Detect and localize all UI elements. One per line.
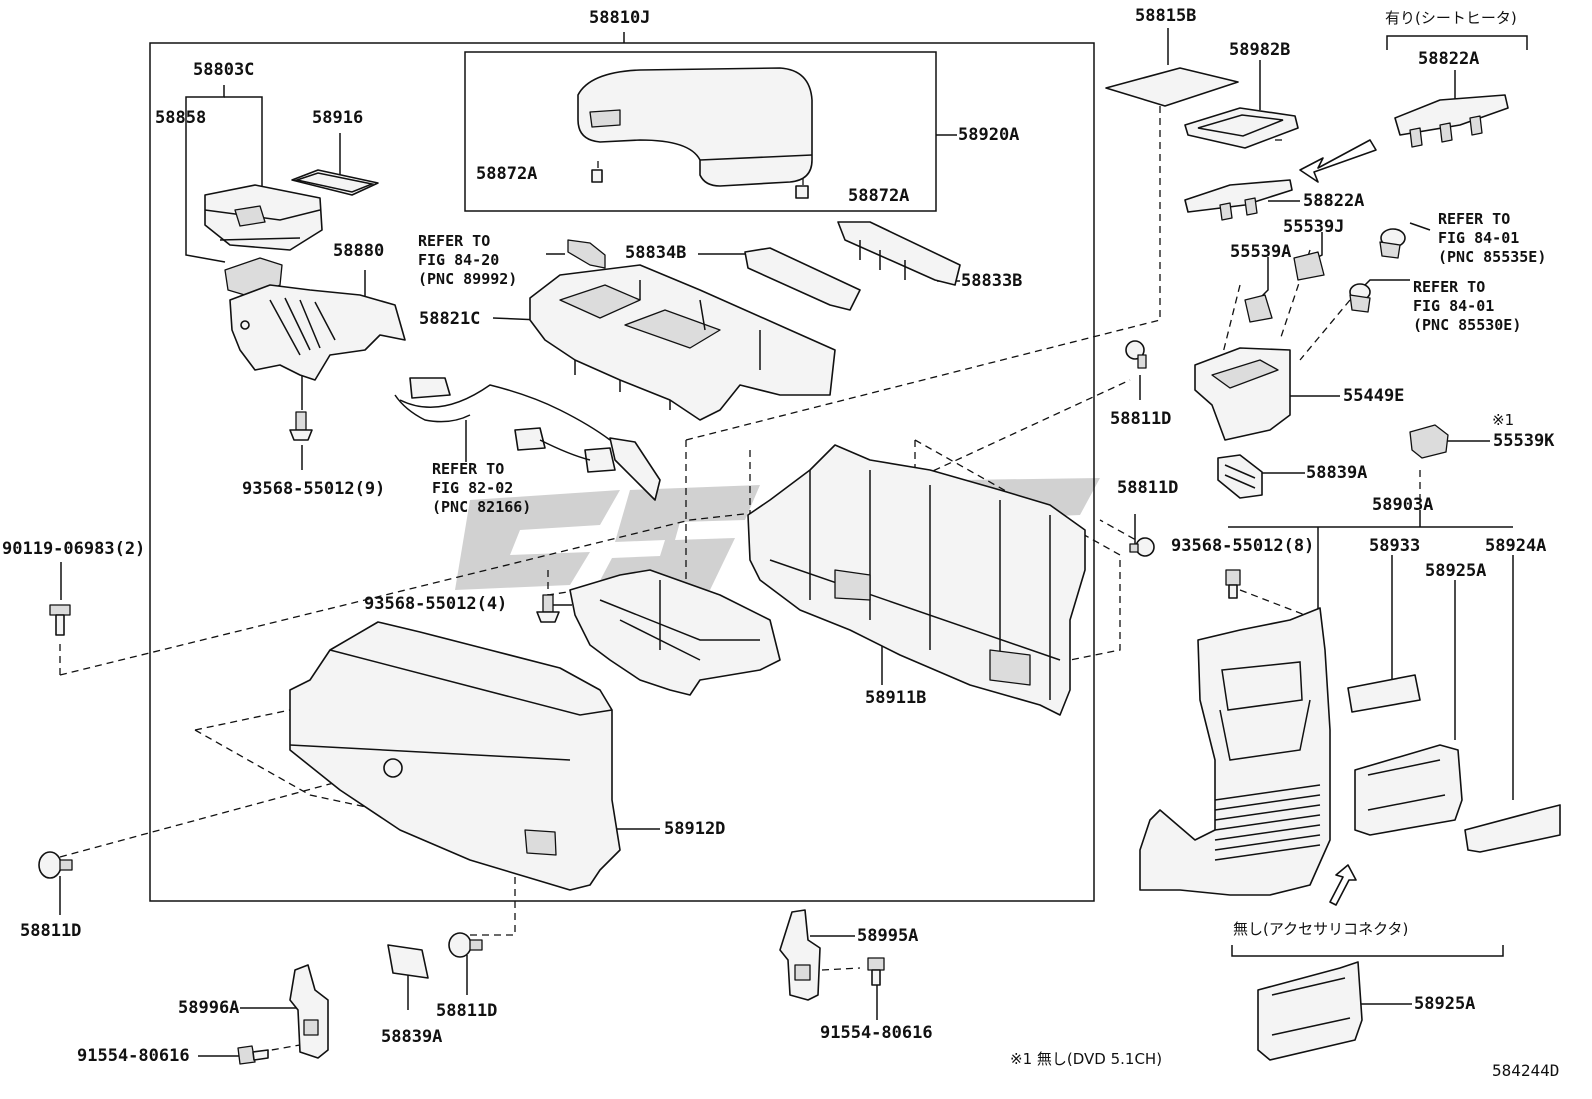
part-label-58839A-right[interactable]: 58839A xyxy=(1306,463,1368,483)
part-label-58811D-right2[interactable]: 58811D xyxy=(1117,478,1179,498)
part-label-91554-80616-left[interactable]: 91554-80616 xyxy=(77,1046,190,1066)
armrest-subassembly-frame xyxy=(464,51,937,212)
switch-55539K-part xyxy=(1409,424,1449,459)
part-label-58916[interactable]: 58916 xyxy=(312,108,364,128)
trim-58833B-part xyxy=(837,221,961,286)
screw-93568-8-part xyxy=(1225,569,1241,599)
bracket-58925A-bottom-part xyxy=(1257,961,1363,1061)
screw-93568-4-part xyxy=(536,594,560,623)
part-label-58858[interactable]: 58858 xyxy=(155,108,207,128)
rear-panel-58903A-part xyxy=(1139,607,1331,896)
install-direction-arrow-2 xyxy=(1329,864,1357,906)
part-label-58815B[interactable]: 58815B xyxy=(1135,6,1197,26)
clip-58811D-left-part xyxy=(38,851,73,879)
part-label-58810J[interactable]: 58810J xyxy=(589,8,651,28)
tray-58982B-part xyxy=(1184,107,1299,149)
part-label-58925A-bottom[interactable]: 58925A xyxy=(1414,994,1476,1014)
part-label-93568-55012-9[interactable]: 93568-55012(9) xyxy=(242,479,386,499)
pad-58916-part xyxy=(291,169,379,196)
socket-85530E-part xyxy=(1349,283,1371,313)
lower-frame-part xyxy=(569,569,781,696)
part-label-58821C[interactable]: 58821C xyxy=(419,309,481,329)
reference-fig-82-02[interactable]: REFER TO FIG 82-02 (PNC 82166) xyxy=(432,460,532,516)
part-label-58811D-bottom[interactable]: 58811D xyxy=(436,1001,498,1021)
switch-55539J-part xyxy=(1293,251,1325,281)
screw-93568-9-part xyxy=(289,411,313,441)
part-label-55539J[interactable]: 55539J xyxy=(1283,217,1345,237)
mat-58815B-part xyxy=(1105,67,1239,107)
part-label-58872A-right[interactable]: 58872A xyxy=(848,186,910,206)
part-label-58834B[interactable]: 58834B xyxy=(625,243,687,263)
part-label-58996A[interactable]: 58996A xyxy=(178,998,240,1018)
part-label-93568-55012-4[interactable]: 93568-55012(4) xyxy=(364,594,508,614)
part-label-58920A[interactable]: 58920A xyxy=(958,125,1020,145)
star1-mark: ※1 xyxy=(1492,411,1515,429)
switch-58822A-top-part xyxy=(1394,94,1509,148)
part-label-55539K[interactable]: 55539K xyxy=(1493,431,1555,451)
part-label-55539A[interactable]: 55539A xyxy=(1230,242,1292,262)
bracket-58996A-part xyxy=(289,964,329,1059)
socket-85535E-part xyxy=(1379,228,1406,259)
part-label-58925A-top[interactable]: 58925A xyxy=(1425,561,1487,581)
bracket-58995A-part xyxy=(779,909,821,1001)
part-label-55449E[interactable]: 55449E xyxy=(1343,386,1405,406)
part-label-58811D-left[interactable]: 58811D xyxy=(20,921,82,941)
figure-number: 584244D xyxy=(1492,1061,1560,1080)
console-box-frame xyxy=(149,42,1095,902)
switch-55539A-part xyxy=(1244,294,1273,323)
part-label-58933[interactable]: 58933 xyxy=(1369,536,1421,556)
box-58803C-part xyxy=(204,184,323,251)
reference-fig-84-01-85530e[interactable]: REFER TO FIG 84-01 (PNC 85530E) xyxy=(1413,278,1522,334)
cap-58839A-bottom-part xyxy=(387,944,429,979)
part-label-58811D-right1[interactable]: 58811D xyxy=(1110,409,1172,429)
switch-base-55449E-part xyxy=(1194,347,1291,441)
trim-58924A-part xyxy=(1464,804,1561,853)
clip-58811D-right2-part xyxy=(1129,537,1155,557)
part-label-90119-06983[interactable]: 90119-06983(2) xyxy=(2,539,146,559)
reference-fig-84-20[interactable]: REFER TO FIG 84-20 (PNC 89992) xyxy=(418,232,518,288)
part-label-93568-55012-8[interactable]: 93568-55012(8) xyxy=(1171,536,1315,556)
part-label-58912D[interactable]: 58912D xyxy=(664,819,726,839)
bracket-58925A-top-part xyxy=(1354,744,1463,836)
part-label-58803C[interactable]: 58803C xyxy=(193,60,255,80)
part-label-58911B[interactable]: 58911B xyxy=(865,688,927,708)
part-label-58839A-bottom[interactable]: 58839A xyxy=(381,1027,443,1047)
part-label-58982B[interactable]: 58982B xyxy=(1229,40,1291,60)
seat-heater-note: 有り(シートヒータ) xyxy=(1385,9,1517,27)
wire-harness-82166-part xyxy=(394,377,661,501)
panel-58911B-part xyxy=(747,444,1086,716)
install-direction-arrow xyxy=(1299,139,1377,183)
console-top-58821C-part xyxy=(529,264,836,421)
bracket-58880-part xyxy=(229,284,406,381)
part-label-91554-80616-right[interactable]: 91554-80616 xyxy=(820,1023,933,1043)
armrest-lid-part xyxy=(577,67,813,199)
part-label-58995A[interactable]: 58995A xyxy=(857,926,919,946)
part-label-58872A-left[interactable]: 58872A xyxy=(476,164,538,184)
screw-90119-part xyxy=(49,604,71,636)
cover-58839A-right-part xyxy=(1217,454,1263,499)
clip-58811D-right1-part xyxy=(1125,340,1147,369)
garnish-58933-part xyxy=(1347,674,1421,713)
part-label-58924A[interactable]: 58924A xyxy=(1485,536,1547,556)
footnote-dvd: ※1 無し(DVD 5.1CH) xyxy=(1010,1050,1163,1068)
clip-58811D-bottom-part xyxy=(448,932,483,958)
part-label-58880[interactable]: 58880 xyxy=(333,241,385,261)
no-accessory-connector-note: 無し(アクセサリコネクタ) xyxy=(1233,920,1409,938)
bolt-91554-right-part xyxy=(867,957,885,986)
trim-58834B-part xyxy=(744,247,861,311)
connector-89992-part xyxy=(567,239,606,269)
switch-58822A-mid-part xyxy=(1184,179,1293,221)
part-label-58822A-top[interactable]: 58822A xyxy=(1418,49,1480,69)
reference-fig-84-01-85535e[interactable]: REFER TO FIG 84-01 (PNC 85535E) xyxy=(1438,210,1547,266)
cover-58912D-part xyxy=(289,621,621,891)
part-label-58903A[interactable]: 58903A xyxy=(1372,495,1434,515)
bolt-91554-left-part xyxy=(237,1045,269,1065)
part-label-58822A-mid[interactable]: 58822A xyxy=(1303,191,1365,211)
part-label-58833B[interactable]: 58833B xyxy=(961,271,1023,291)
